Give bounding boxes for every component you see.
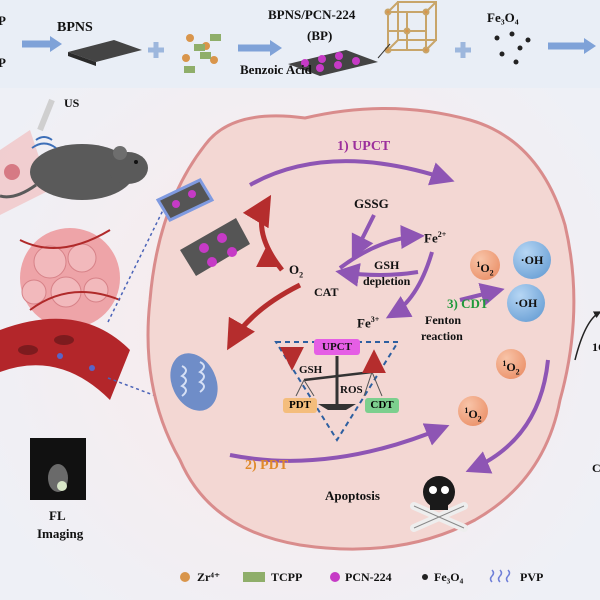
laser-beam <box>0 130 50 215</box>
skull-icon <box>410 476 468 532</box>
cdt-path-label: 3) CDT <box>447 296 489 311</box>
zoom-line-1 <box>107 199 169 323</box>
cut-label-top-1: P <box>0 13 6 28</box>
pdt-path-label: 2) PDT <box>245 458 289 473</box>
zoom-line-2 <box>107 377 221 421</box>
gsh-depletion-label-1: GSH <box>374 258 400 272</box>
hydroxyl-radical-ball-2: ·OH <box>507 284 545 322</box>
apoptosis-arrow <box>465 359 550 474</box>
fe2-label: Fe2+ <box>424 230 447 246</box>
fenton-label-2: reaction <box>421 329 463 343</box>
singlet-oxygen-ball-2: 1O2 <box>496 349 526 379</box>
fl-imaging-label-2: Imaging <box>37 526 84 541</box>
o2-to-fe2-arrow <box>338 224 425 270</box>
upct-arrow <box>249 159 455 187</box>
fe3-to-fe2-arrow <box>335 262 419 287</box>
nanoparticle-1 <box>155 178 215 222</box>
mof-lattice <box>384 1 437 54</box>
mouse-illustration <box>0 98 148 215</box>
o2-label: O2 <box>289 262 304 280</box>
nanoparticle-2 <box>180 218 250 276</box>
zr-tcpp-cluster <box>182 34 221 73</box>
legend-tcpp-label: TCPP <box>271 570 303 584</box>
balance-cdt-box: CDT <box>365 398 399 413</box>
legend-icons <box>180 569 511 583</box>
mitochondrion <box>170 353 218 411</box>
legend-pcn-label: PCN-224 <box>345 570 392 584</box>
singlet-oxygen-ball-1: 1O2 <box>470 250 500 280</box>
legend-fe3o4-label: Fe₃O₄ <box>434 570 464 584</box>
balance-upct-box: UPCT <box>314 339 360 355</box>
tumor-tissue <box>19 228 121 328</box>
gssg-label: GSSG <box>354 196 389 211</box>
balance-pdt-box: PDT <box>283 398 317 413</box>
top-row-synthesis <box>22 1 596 76</box>
gsh-depletion-label-2: depletion <box>363 274 411 288</box>
ultrasound-label: US <box>64 96 80 110</box>
balance-ros-label: ROS <box>340 384 363 396</box>
plus-1 <box>148 42 164 58</box>
fl-imaging-label-1: FL <box>49 508 66 523</box>
apoptosis-label: Apoptosis <box>325 488 380 503</box>
balance-gsh-label: GSH <box>299 364 323 376</box>
cut-label-right-1: 1O <box>592 340 600 354</box>
bp-abbr-label: (BP) <box>307 28 333 43</box>
legend-pvp-label: PVP <box>520 570 544 584</box>
red-to-mito-arrow <box>227 282 302 351</box>
cat-label: CAT <box>314 285 339 299</box>
legend-zr-label: Zr⁴⁺ <box>197 570 221 584</box>
bp-sheet <box>288 50 378 76</box>
balance-scale <box>274 341 400 442</box>
fe3o4-dots <box>494 31 531 65</box>
pdt-arrow <box>229 423 450 463</box>
gssg-arrow <box>351 214 376 260</box>
fenton-label-1: Fenton <box>425 313 461 327</box>
singlet-oxygen-ball-3: 1O2 <box>458 396 488 426</box>
hydroxyl-radical-ball-1: ·OH <box>513 241 551 279</box>
blood-vessel <box>0 318 130 400</box>
bpns-sheet <box>68 40 142 66</box>
fe3o4-label: Fe₃O₄ <box>487 10 519 25</box>
benzoic-acid-label: Benzoic Acid <box>240 62 312 77</box>
upct-path-label: 1) UPCT <box>337 139 391 154</box>
cdt-arrow <box>459 283 505 307</box>
plus-2 <box>455 42 471 58</box>
edge-arrow <box>574 311 600 361</box>
fe3-label: Fe3+ <box>357 315 380 331</box>
bpns-label: BPNS <box>57 20 93 35</box>
fenton-arrow <box>385 251 434 319</box>
cut-label-right-2: C <box>592 461 600 475</box>
cut-label-top-2: P <box>0 55 6 70</box>
ultrasound-probe <box>37 98 55 132</box>
bp-title-label: BPNS/PCN-224 <box>268 7 356 22</box>
